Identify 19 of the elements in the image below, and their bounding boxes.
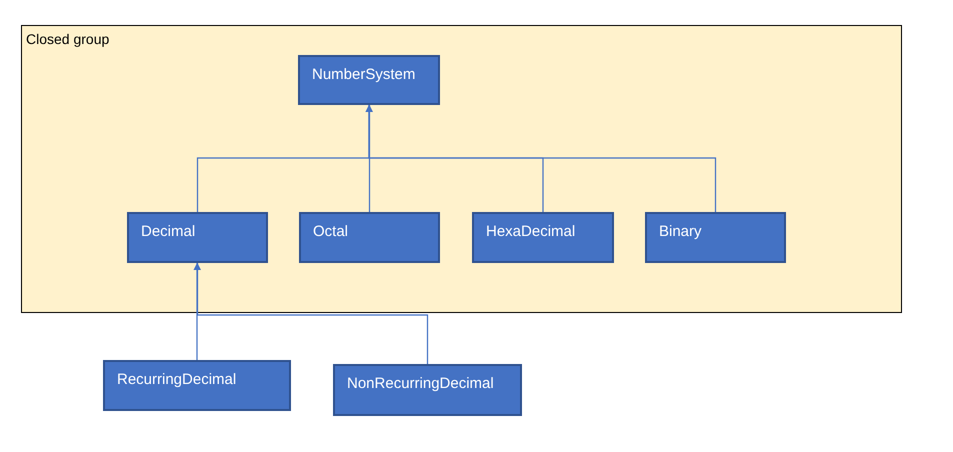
- class-name: RecurringDecimal: [117, 371, 236, 388]
- inheritance-arrow: [366, 105, 716, 212]
- class-name: HexaDecimal: [486, 223, 576, 240]
- class-box: [127, 212, 268, 263]
- class-box: [103, 360, 291, 411]
- class-box: [299, 212, 440, 263]
- group-panel: [21, 25, 902, 313]
- class-name: NonRecurringDecimal: [347, 375, 494, 392]
- inheritance-arrow: [366, 105, 373, 212]
- class-name: NumberSystem: [312, 66, 416, 83]
- class-box: [472, 212, 614, 263]
- inheritance-arrow: [194, 263, 200, 360]
- class-box: [645, 212, 786, 263]
- class-name: Octal: [313, 223, 348, 240]
- group-title: Closed group: [26, 31, 110, 47]
- class-box: [333, 364, 522, 416]
- class-name: Binary: [659, 223, 702, 240]
- class-name: Decimal: [141, 223, 196, 240]
- class-box: [298, 55, 440, 105]
